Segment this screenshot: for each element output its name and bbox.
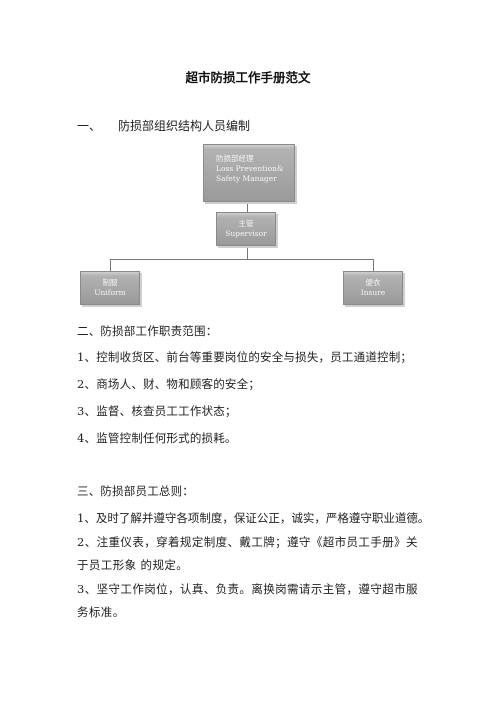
- connector-bus-insure: [373, 259, 374, 271]
- org-chart: 防损部经理 Loss Prevention& Safety Manager 主管…: [0, 0, 496, 320]
- uniform-en-label: Uniform: [94, 288, 126, 297]
- manager-en-label-1: Loss Prevention&: [216, 164, 284, 173]
- org-node-uniform: 制服 Uniform: [80, 271, 140, 305]
- org-node-supervisor: 主管 Supervisor: [216, 212, 276, 246]
- section-2-heading: 二、防损部工作职责范围：: [77, 324, 218, 338]
- section-2-item: 3、监督、核查员工工作状态；: [77, 404, 237, 418]
- manager-zh-label: 防损部经理: [216, 154, 254, 163]
- connector-horizontal-bus: [110, 259, 374, 260]
- section-3-item: 2、注重仪表，穿着规定制度、戴工牌；遵守《超市员工手册》关于员工形象 的规定。: [77, 535, 418, 572]
- insure-zh-label: 便衣: [365, 278, 381, 287]
- section-1-heading: 一、 防损部组织结构人员编制: [77, 117, 250, 134]
- section-1-text: 防损部组织结构人员编制: [118, 119, 251, 133]
- document-title: 超市防损工作手册范文: [185, 70, 311, 85]
- manager-en-label-2: Safety Manager: [216, 174, 277, 183]
- insure-en-label: Insure: [360, 288, 386, 297]
- section-3-item: 3、坚守工作岗位，认真、负责。离换岗需请示主管，遵守超市服务标准。: [77, 582, 418, 619]
- section-2-item: 2、商场人、财、物和顾客的安全；: [77, 377, 261, 391]
- section-2-item: 4、监管控制任何形式的损耗。: [77, 431, 237, 445]
- uniform-zh-label: 制服: [102, 278, 118, 287]
- section-2-item: 1、控制收货区、前台等重要岗位的安全与损失，员工通道控制；: [77, 350, 413, 364]
- org-node-manager: 防损部经理 Loss Prevention& Safety Manager: [203, 144, 295, 202]
- connector-bus-uniform: [110, 259, 111, 271]
- section-3-item: 1、及时了解并遵守各项制度，保证公正，诚实，严格遵守职业道德。: [77, 511, 430, 525]
- supervisor-en-label: Supervisor: [225, 229, 267, 238]
- supervisor-zh-label: 主管: [238, 219, 254, 228]
- org-node-insure: 便衣 Insure: [343, 271, 403, 305]
- section-3-heading: 三、防损部员工总则：: [77, 484, 194, 498]
- connector-manager-supervisor: [247, 202, 248, 212]
- connector-supervisor-bus: [247, 246, 248, 259]
- section-1-number: 一、: [77, 119, 102, 133]
